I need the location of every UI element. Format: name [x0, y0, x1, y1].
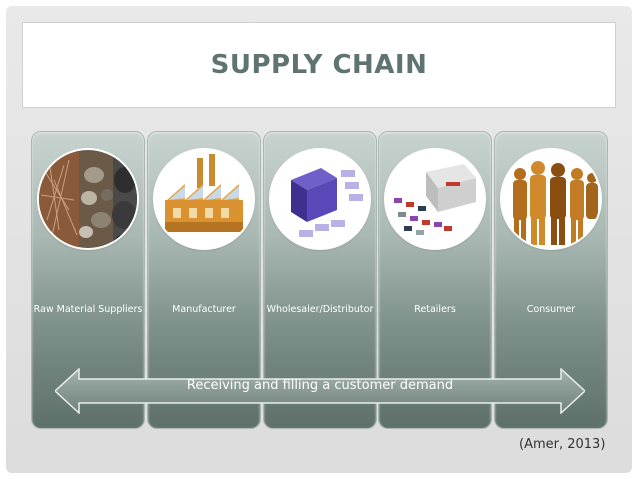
people-icon	[502, 150, 600, 248]
stage-label: Retailers	[414, 304, 456, 315]
citation: (Amer, 2013)	[519, 437, 606, 452]
stage-label: Wholesaler/Distributor	[266, 304, 374, 315]
slide-title: SUPPLY CHAIN	[210, 50, 428, 80]
store-parking-icon	[386, 150, 484, 248]
factory-icon	[155, 150, 253, 248]
stage-label: Consumer	[526, 304, 576, 315]
arrow-caption: Receiving and filling a customer demand	[186, 378, 454, 393]
rocks-icon	[39, 150, 137, 248]
stage-raw-material-suppliers: Raw Material Suppliers	[31, 131, 145, 429]
warehouse-icon	[271, 150, 369, 248]
title-box: SUPPLY CHAIN	[22, 22, 616, 108]
stage-label: Manufacturer	[172, 304, 236, 315]
double-arrow-icon	[55, 368, 585, 414]
double-arrow: Receiving and filling a customer demand	[55, 368, 585, 414]
stage-label: Raw Material Suppliers	[33, 304, 143, 315]
